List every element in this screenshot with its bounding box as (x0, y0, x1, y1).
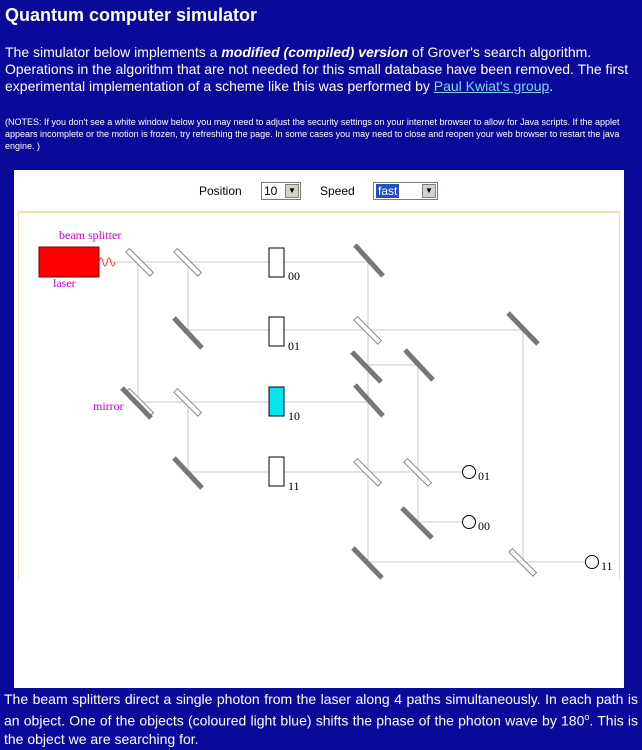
applet-controls: Position 10 ▼ Speed fast ▼ (14, 180, 624, 204)
position-select-value: 10 (264, 184, 278, 198)
object-01 (268, 316, 285, 347)
diagram-border (18, 211, 620, 580)
beam-splitter (508, 547, 538, 577)
detector-00 (462, 515, 476, 529)
mirror (172, 456, 204, 490)
detector-01-label: 01 (478, 469, 490, 483)
laser-wave-icon (98, 257, 116, 267)
position-select[interactable]: 10 ▼ (261, 182, 301, 200)
position-label: Position (199, 184, 242, 198)
simulator-applet[interactable]: Position 10 ▼ Speed fast ▼ (14, 170, 624, 688)
speed-label: Speed (320, 184, 355, 198)
detector-00-label: 00 (478, 519, 490, 533)
detectors (462, 465, 599, 569)
beam-splitter (353, 457, 383, 487)
page-title: Quantum computer simulator (5, 5, 258, 25)
beam-splitter (403, 457, 433, 487)
beam-paths (108, 261, 588, 563)
detector-01 (462, 465, 476, 479)
laser-label: laser (53, 276, 76, 290)
intro-text-3: . (549, 78, 554, 94)
intro-paragraph: The simulator below implements a modifie… (5, 44, 637, 95)
mirror (350, 350, 383, 384)
detector-11 (585, 555, 599, 569)
object-labels: 00 01 10 11 (288, 269, 300, 493)
beam-splitter (353, 315, 383, 345)
object-11 (268, 456, 285, 487)
object-00-label: 00 (288, 269, 300, 283)
mirror (403, 348, 435, 382)
mirrors (120, 243, 540, 580)
paul-kwiat-link[interactable]: Paul Kwiat's group (433, 78, 550, 94)
caption-text-2: . This is the object we are searching fo… (4, 712, 638, 747)
object-00 (268, 247, 285, 278)
mirror (506, 311, 540, 346)
intro-text-1: The simulator below implements a (5, 44, 222, 60)
object-11-label: 11 (288, 479, 300, 493)
detector-labels: 01 00 11 (478, 469, 613, 573)
object-10-label: 10 (288, 409, 300, 423)
beam-splitter (125, 247, 155, 277)
notes-paragraph: (NOTES: If you don't see a white window … (5, 117, 620, 151)
degree-superscript: o (584, 712, 590, 722)
caption-paragraph: The beam splitters direct a single photo… (4, 690, 638, 748)
mirror (120, 386, 153, 420)
chevron-down-icon: ▼ (285, 184, 299, 198)
object-10-highlighted (268, 386, 285, 417)
interferometer-diagram: beam splitter laser mirror (18, 211, 620, 580)
object-01-label: 01 (288, 339, 300, 353)
caption-text-1: The beam splitters direct a single photo… (4, 691, 638, 729)
beam-splitters (125, 247, 538, 577)
mirror (353, 383, 385, 418)
laser-body (38, 246, 100, 278)
speed-select[interactable]: fast ▼ (373, 182, 438, 200)
mirror (351, 546, 384, 580)
speed-select-value: fast (376, 184, 400, 198)
mirror (353, 243, 385, 278)
objects (268, 247, 285, 487)
detector-11-label: 11 (601, 559, 613, 573)
beam-splitter (173, 247, 203, 277)
intro-text-2: of Grover's search algorithm. Operations… (5, 44, 629, 94)
intro-emphasis: modified (compiled) version (221, 44, 409, 60)
mirror (172, 316, 204, 350)
mirror (400, 506, 434, 540)
beam-splitter-label: beam splitter (59, 228, 121, 242)
beam-splitter (173, 387, 203, 417)
chevron-down-icon: ▼ (422, 184, 436, 198)
mirror-label: mirror (93, 399, 124, 413)
